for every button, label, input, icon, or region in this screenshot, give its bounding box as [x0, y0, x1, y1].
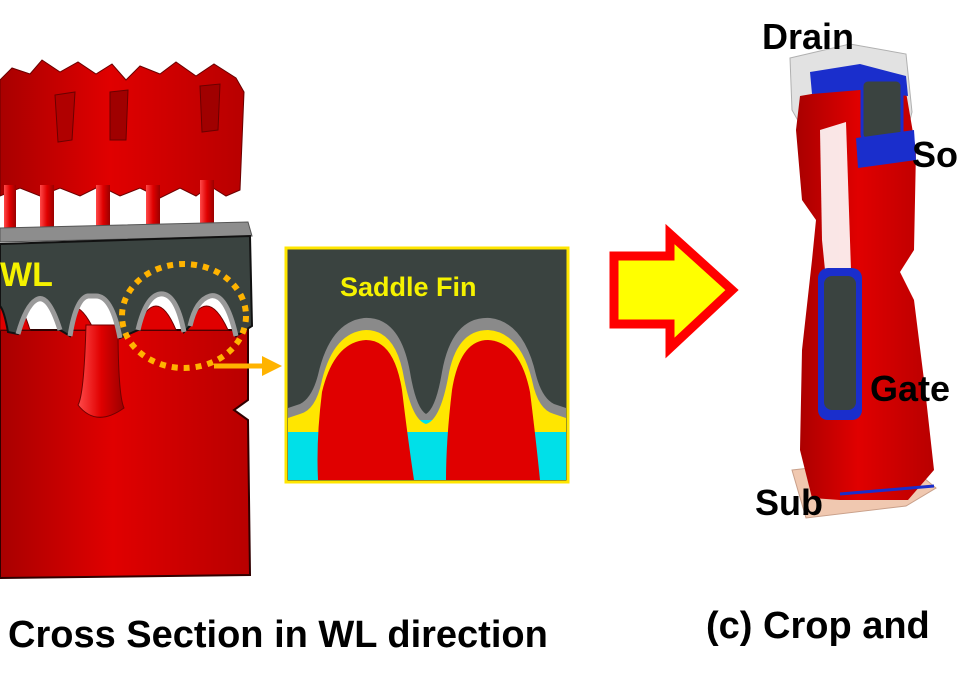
callout-circle [119, 261, 249, 371]
right-device [789, 43, 937, 519]
inset-frame [284, 246, 570, 484]
oxide-lining [15, 291, 239, 339]
fin-right [446, 340, 540, 480]
source-contact [856, 130, 916, 168]
big-arrow [609, 223, 739, 359]
bottom-contact [839, 484, 935, 496]
wl-label: WL [0, 256, 53, 294]
left-structure [0, 59, 282, 580]
gate-label: Gate [870, 368, 951, 409]
drain-label: Drain [762, 16, 855, 57]
center-pillar [77, 324, 125, 418]
fin-left [317, 340, 414, 480]
callout-arrow [214, 356, 282, 376]
saddle-fin-inset [284, 246, 570, 484]
right-caption: (c) Crop and [706, 605, 930, 647]
sub-label: Sub [755, 482, 823, 523]
saddle-fin-label: Saddle Fin [340, 272, 477, 302]
pillars [4, 180, 214, 237]
drain-electrode [860, 78, 904, 142]
left-caption: Cross Section in WL direction [8, 614, 548, 656]
substrate-block [0, 329, 252, 580]
source-label: So [912, 134, 959, 175]
top-contacts [0, 59, 245, 199]
gate-electrode [824, 276, 856, 410]
